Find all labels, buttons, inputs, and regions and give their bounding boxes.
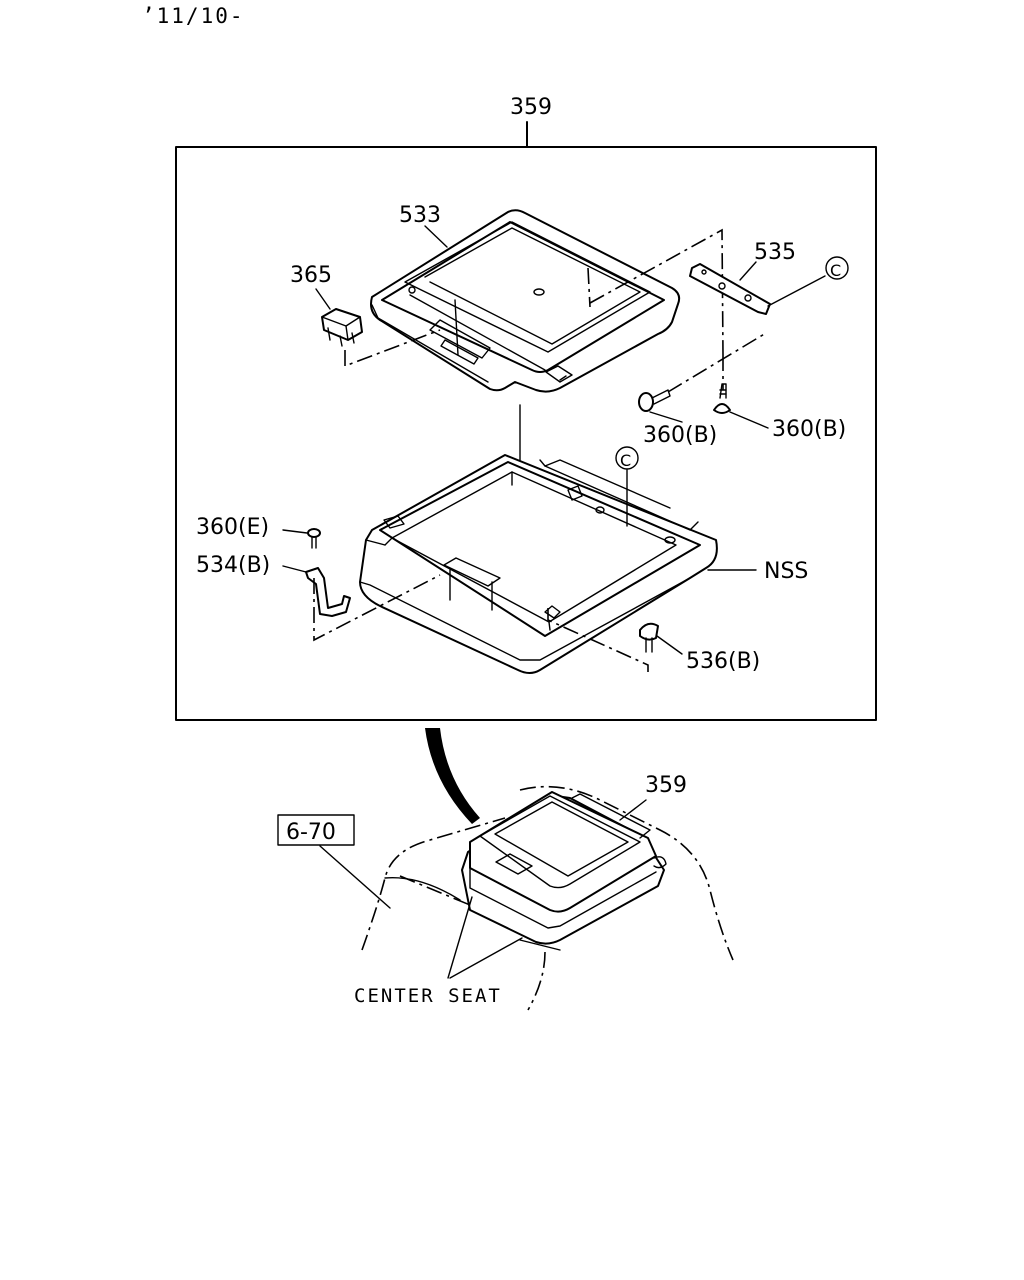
bracket-535 <box>689 263 771 315</box>
ref-c-top-circle <box>825 256 849 280</box>
label-536b: 536(B) <box>686 649 760 674</box>
label-center-seat: CENTER SEAT <box>354 985 502 1007</box>
leader-534b <box>282 565 307 573</box>
switch-365 <box>321 308 363 347</box>
leader-535 <box>739 261 757 281</box>
label-360b-left: 360(B) <box>643 423 717 448</box>
console-location <box>461 791 667 945</box>
ref-c-bottom-circle <box>615 446 639 470</box>
screw-360e <box>307 528 321 549</box>
page-ref-box[interactable] <box>277 814 355 846</box>
leader-360b-right <box>729 411 769 429</box>
cover-533 <box>370 209 681 393</box>
label-359-bottom: 359 <box>645 773 687 798</box>
ref-c-bottom: C <box>620 451 631 470</box>
label-359-top: 359 <box>510 95 552 120</box>
leader-359-bottom <box>619 799 647 821</box>
leader-page-ref <box>319 845 391 909</box>
label-360b-right: 360(B) <box>772 417 846 442</box>
label-533: 533 <box>399 203 441 228</box>
leader-360e <box>282 529 308 534</box>
label-360e: 360(E) <box>196 515 269 540</box>
leader-533 <box>424 225 448 248</box>
label-534b: 534(B) <box>196 553 270 578</box>
leader-center-seat-2 <box>449 937 523 979</box>
ref-c-top: C <box>830 261 841 280</box>
clip-536b <box>639 622 659 653</box>
label-535: 535 <box>754 240 796 265</box>
leader-536b <box>656 635 683 655</box>
screw-360b-right <box>713 383 731 414</box>
seat-outline <box>361 785 734 1011</box>
leader-c-top <box>767 275 826 307</box>
leader-center-seat-1 <box>447 896 473 979</box>
leader-365 <box>315 288 331 310</box>
label-nss: NSS <box>764 559 808 584</box>
screw-360b-left <box>638 389 671 412</box>
location-arrow <box>425 728 480 824</box>
page-ref[interactable]: 6-70 <box>286 820 336 845</box>
leader-360b-left <box>649 411 683 423</box>
bracket-534b <box>305 567 351 617</box>
date-code: ’11/10- <box>142 4 245 28</box>
label-365: 365 <box>290 263 332 288</box>
